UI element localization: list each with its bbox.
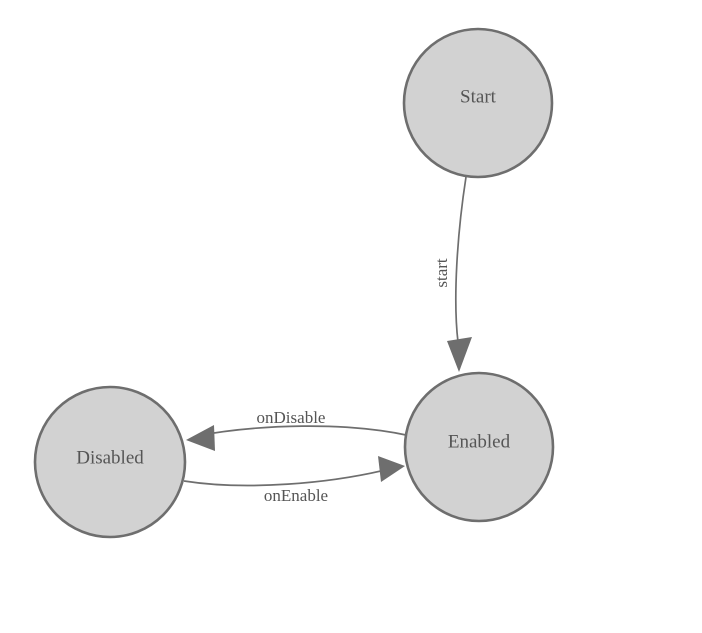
edge-start-to-enabled-arrowhead — [447, 337, 472, 372]
state-node-start-circle[interactable] — [402, 27, 554, 179]
state-node-disabled[interactable]: Disabled — [33, 385, 187, 539]
edge-label-start: start — [432, 258, 451, 288]
state-node-start-label: Start — [460, 86, 497, 107]
edge-start-to-enabled: start — [432, 176, 472, 372]
edge-enabled-to-disabled: onDisable — [186, 408, 407, 451]
state-node-disabled-circle[interactable] — [33, 385, 187, 539]
state-node-disabled-label: Disabled — [76, 447, 144, 468]
state-node-enabled-label: Enabled — [448, 431, 511, 452]
edge-label-onenable: onEnable — [264, 486, 328, 505]
state-node-start[interactable]: Start — [402, 27, 554, 179]
edge-enabled-to-disabled-path — [195, 425, 407, 437]
state-node-enabled-circle[interactable] — [403, 371, 555, 523]
edge-start-to-enabled-path — [454, 176, 467, 343]
edge-label-ondisable: onDisable — [257, 408, 326, 427]
edge-disabled-to-enabled-arrowhead — [378, 456, 405, 482]
state-node-enabled[interactable]: Enabled — [403, 371, 555, 523]
edge-disabled-to-enabled: onEnable — [183, 456, 405, 505]
edge-enabled-to-disabled-arrowhead — [186, 425, 215, 451]
edge-disabled-to-enabled-path — [183, 469, 386, 487]
